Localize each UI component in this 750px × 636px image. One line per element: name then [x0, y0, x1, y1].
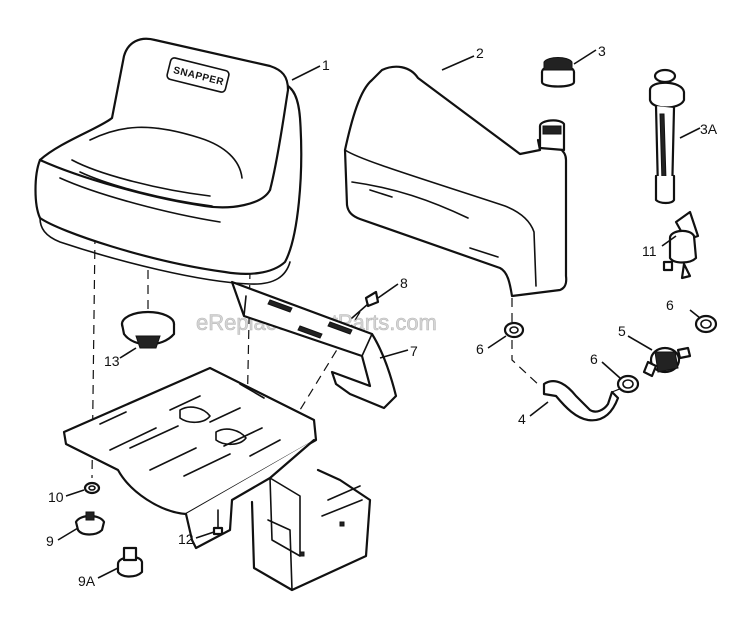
- callout-13: 13: [104, 353, 120, 369]
- callout-6-upper: 6: [666, 297, 674, 313]
- hose-clamp-part-left[interactable]: [503, 321, 525, 339]
- fuel-hose-part[interactable]: [511, 298, 623, 422]
- callout-10: 10: [48, 489, 64, 505]
- hose-clamp-part-middle[interactable]: [616, 374, 640, 394]
- callout-6-middle: 6: [590, 351, 598, 367]
- callout-12: 12: [178, 531, 194, 547]
- seat-frame-part[interactable]: [62, 366, 372, 592]
- callout-9: 9: [46, 533, 54, 549]
- knob-part-9[interactable]: [74, 511, 106, 536]
- callout-1: 1: [322, 57, 330, 73]
- gauge-cap-part[interactable]: [648, 68, 686, 205]
- callout-3a: 3A: [700, 121, 718, 137]
- seat-part[interactable]: SNAPPER: [34, 37, 303, 285]
- callout-7: 7: [410, 343, 418, 359]
- knob-part-9a[interactable]: [116, 546, 144, 578]
- callout-8: 8: [400, 275, 408, 291]
- seat-knob-part-13[interactable]: [120, 310, 176, 349]
- fuel-filter-part[interactable]: [642, 346, 692, 378]
- callout-6-left: 6: [476, 341, 484, 357]
- callout-2: 2: [476, 45, 484, 61]
- callout-5: 5: [618, 323, 626, 339]
- callout-labels: 1 2 3 3A 11 6 5 6 6 4 7 8 13 10 9 9A 12: [46, 43, 718, 589]
- tank-bracket-part[interactable]: [230, 280, 398, 410]
- washer-part-10[interactable]: [83, 481, 101, 495]
- fuel-cap-part[interactable]: [540, 57, 576, 88]
- callout-3: 3: [598, 43, 606, 59]
- leader-lines: [57, 49, 701, 579]
- screw-part-8[interactable]: [351, 290, 380, 319]
- fuel-tank-part[interactable]: [343, 65, 568, 298]
- shutoff-valve-part[interactable]: [662, 210, 700, 280]
- callout-11: 11: [642, 243, 657, 259]
- callout-9a: 9A: [78, 573, 96, 589]
- hose-clamp-part-upper[interactable]: [694, 314, 718, 334]
- callout-4: 4: [518, 411, 526, 427]
